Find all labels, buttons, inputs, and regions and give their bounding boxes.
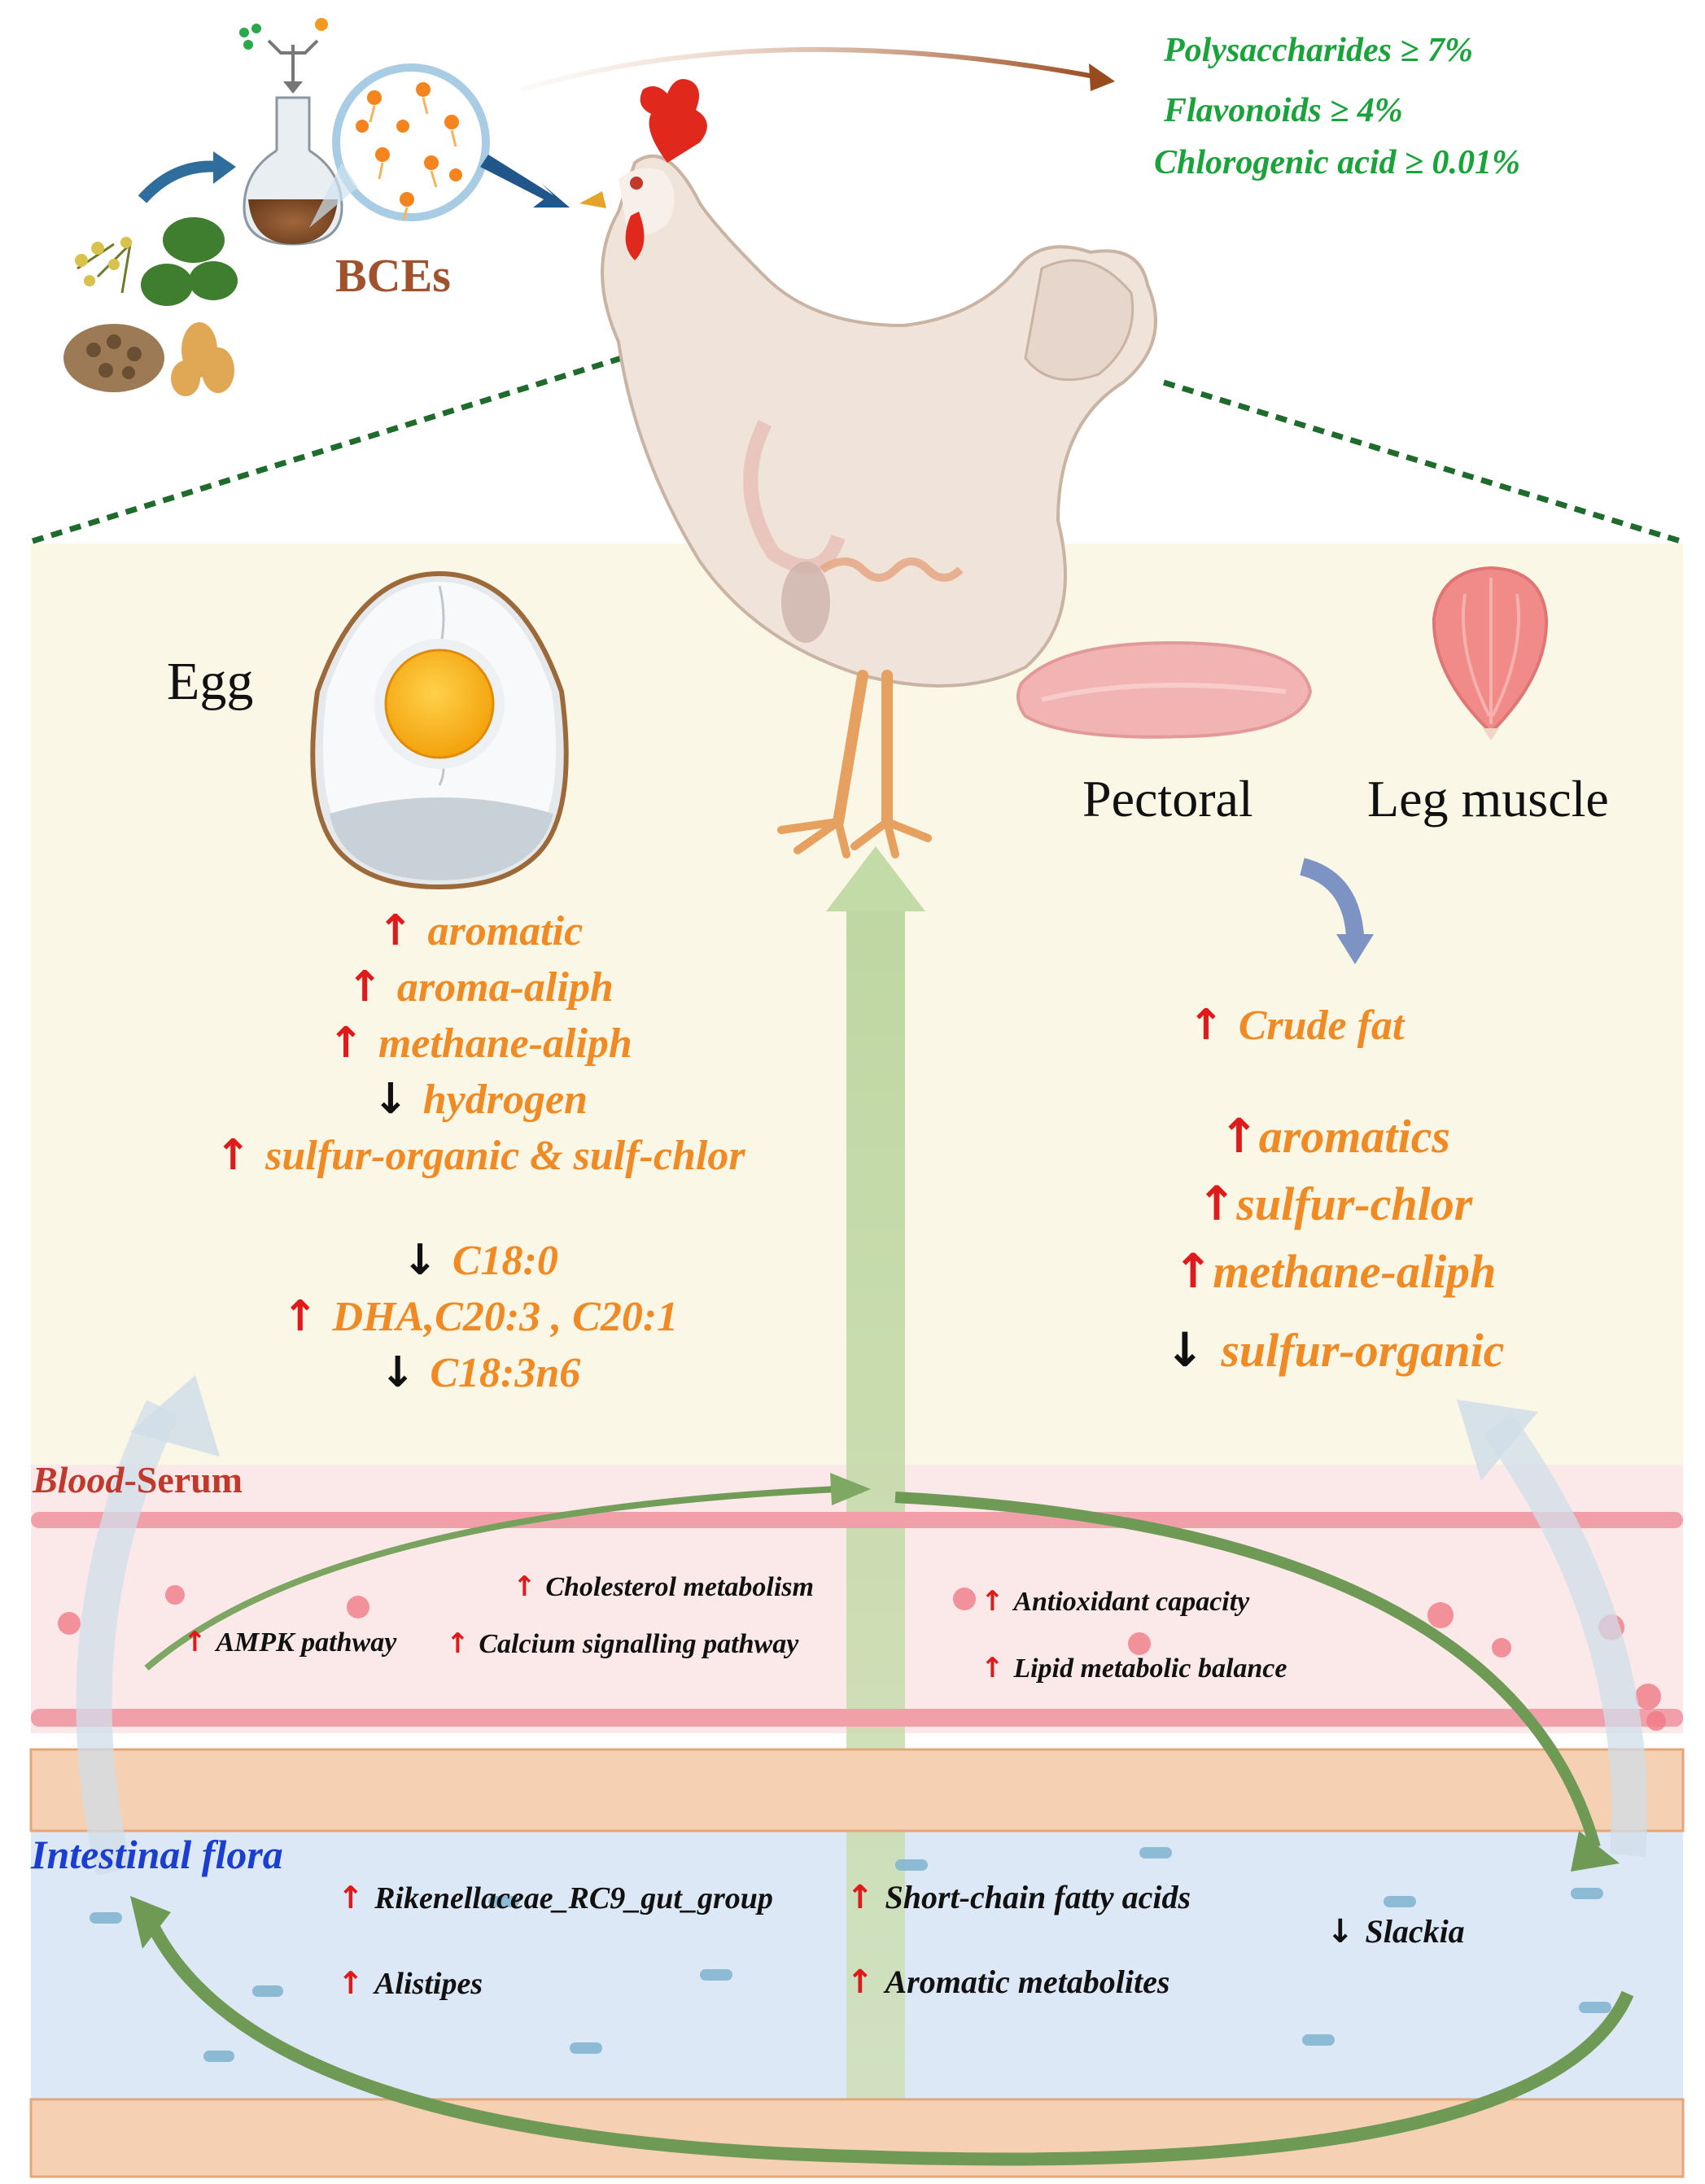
egg-volatiles: ↑ aromatic ↑ aroma-aliph ↑ methane-aliph…: [155, 903, 806, 1184]
egg-volatile-hydrogen: ↓ hydrogen: [373, 1075, 588, 1124]
pectoral-illustration: [1016, 640, 1313, 739]
composition-chlorogenic-acid: Chlorogenic acid ≥ 0.01%: [1154, 144, 1521, 181]
gut-alistipes: ↑ Alistipes: [338, 1965, 483, 2001]
egg-volatile-aroma-aliph: ↑ aroma-aliph: [347, 963, 614, 1011]
serum-cholesterol: ↑ Cholesterol metabolism: [513, 1570, 814, 1603]
muscle-arrow: [1299, 858, 1364, 937]
gut-slackia: ↓ Slackia: [1327, 1913, 1465, 1950]
egg-volatile-sulfur: ↑ sulfur-organic & sulf-chlor: [215, 1131, 745, 1180]
leg-muscle-illustration: [1432, 566, 1549, 740]
gut-aromatic-metabolites: ↑ Aromatic metabolites: [846, 1963, 1170, 2001]
muscle-volatile-sulfur-organic: ↓ sulfur-organic: [1165, 1322, 1505, 1378]
central-arrow-head: [826, 846, 925, 911]
to-chicken-arrow: [480, 155, 570, 207]
gut-title: Intestinal flora: [31, 1832, 283, 1877]
egg-label: Egg: [167, 652, 254, 711]
circulation-loop: [144, 1486, 839, 1671]
pectoral-label: Pectoral: [1082, 770, 1253, 828]
muscle-volatiles: ↑aromatics ↑sulfur-chlor ↑methane-aliph …: [1082, 1103, 1587, 1384]
egg-fa-c18-0: ↓ C18:0: [402, 1236, 558, 1285]
serum-membrane-top: [31, 1512, 1683, 1528]
composition-polysaccharides: Polysaccharides ≥ 7%: [1164, 32, 1473, 69]
serum-antioxidant: ↑ Antioxidant capacity: [981, 1585, 1250, 1618]
egg-fa-c18-3n6: ↓ C18:3n6: [379, 1348, 581, 1397]
serum-calcium: ↑ Calcium signalling pathway: [446, 1627, 799, 1660]
serum-ampk: ↑ AMPK pathway: [183, 1626, 397, 1658]
herb-illustration: [63, 217, 238, 396]
flask-illustration: [239, 18, 343, 246]
gut-scfa: ↑ Short-chain fatty acids: [846, 1879, 1191, 1916]
serum-lipid-balance: ↑ Lipid metabolic balance: [981, 1652, 1287, 1684]
egg-fa-dha: ↑ DHA,C20:3 , C20:1: [282, 1292, 679, 1341]
crude-fat-item: ↑ Crude fat: [1188, 1001, 1405, 1050]
serum-membrane-bottom: [31, 1709, 1683, 1727]
egg-volatile-aromatic: ↑ aromatic: [377, 906, 584, 955]
gut-epithelium-top: [29, 1748, 1685, 1832]
herb-to-flask-arrow: [138, 160, 221, 203]
liposome-illustration: [309, 63, 490, 228]
egg-volatile-methane-aliph: ↑ methane-aliph: [328, 1019, 632, 1068]
muscle-volatile-sulfur-chlor: ↑sulfur-chlor: [1196, 1176, 1473, 1231]
bacteria: [90, 1847, 1611, 2062]
muscle-volatile-aromatics: ↑aromatics: [1219, 1108, 1450, 1164]
zoom-line-left: [31, 351, 636, 544]
circulation-loop-bottom: [140, 1909, 1634, 2166]
right-side-arrow: [1483, 1413, 1647, 1857]
egg-illustration: [310, 570, 569, 890]
chicken-illustration: [579, 79, 1157, 858]
composition-arrow: [520, 46, 1100, 92]
zoom-line-right: [1162, 379, 1682, 544]
composition-flavonoids: Flavonoids ≥ 4%: [1164, 92, 1403, 129]
circulation-loop-right: [894, 1492, 1601, 1849]
left-side-arrow: [76, 1400, 179, 1876]
egg-fatty-acids: ↓ C18:0 ↑ DHA,C20:3 , C20:1 ↓ C18:3n6: [155, 1233, 806, 1401]
leg-muscle-label: Leg muscle: [1367, 770, 1609, 828]
gut-rikenellaceae: ↑ Rikenellaceae_RC9_gut_group: [338, 1880, 773, 1915]
gut-epithelium-bottom: [29, 2098, 1685, 2178]
composition-arrowhead: [1089, 63, 1115, 91]
bces-label: BCEs: [335, 249, 451, 302]
muscle-volatile-methane-aliph: ↑methane-aliph: [1173, 1243, 1497, 1299]
serum-title: Blood-Serum: [33, 1459, 243, 1500]
